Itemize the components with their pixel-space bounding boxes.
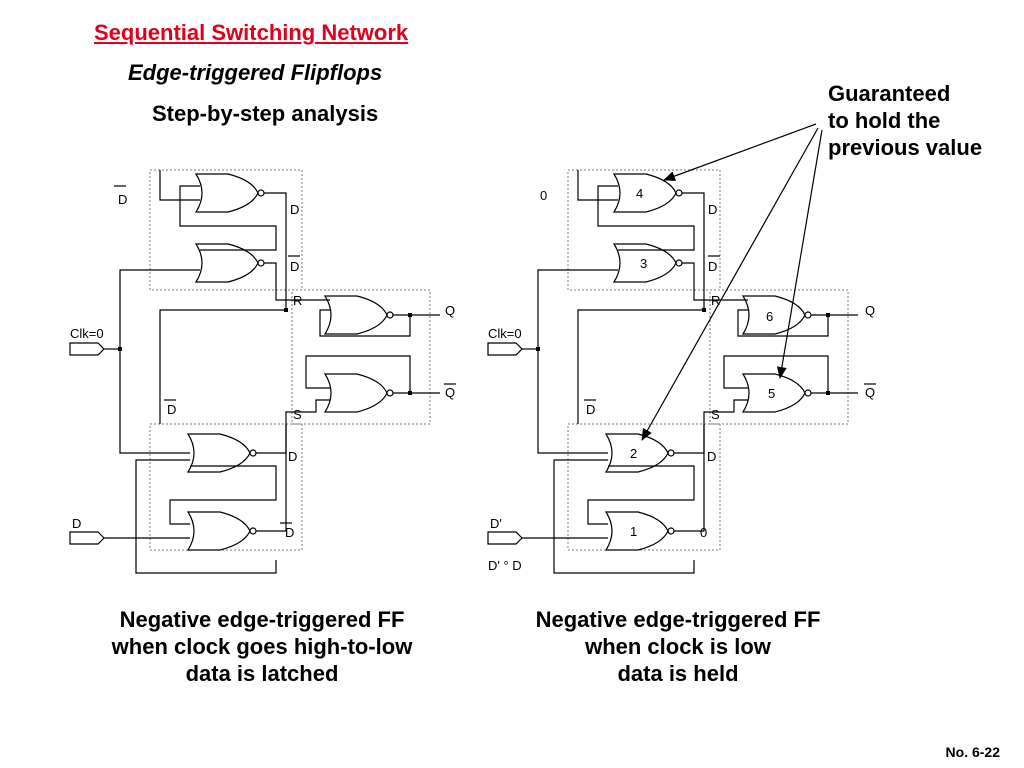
left-q-bar-label: Q [445, 385, 455, 400]
caption-left-line-2: when clock goes high-to-low [111, 634, 413, 659]
right-nor-gate-4 [612, 173, 677, 213]
left-nor-gate-1 [186, 511, 251, 551]
left-output-latch-box [291, 289, 431, 425]
right-zero-top-label: 0 [540, 188, 547, 203]
caption-left-line-3: data is latched [185, 661, 339, 686]
right-clk-input-port [487, 342, 523, 356]
right-circuit: 4 3 6 5 2 1 0 D D R Q Q S D D 0 Clk=0 D'… [487, 169, 876, 574]
left-gate2-output-label: D [288, 449, 297, 464]
right-gate2-output-label: D [707, 449, 716, 464]
left-nor-gate-2 [186, 433, 251, 473]
left-q-label: Q [445, 303, 455, 318]
right-wires [522, 170, 858, 574]
right-clk-label: Clk=0 [488, 326, 522, 341]
left-r-label: R [293, 293, 302, 308]
right-gate-5-number: 5 [768, 386, 775, 401]
annotation-arrows [641, 123, 823, 441]
right-junctions [536, 308, 830, 395]
left-top-latch-box [149, 169, 303, 291]
left-bottom-latch-box [149, 423, 303, 551]
right-nor-gate-6 [741, 295, 806, 335]
right-gate-3-bubble [675, 259, 683, 267]
right-gate-2-number: 2 [630, 446, 637, 461]
right-gate-4-number: 4 [636, 186, 643, 201]
caption-right: Negative edge-triggered FF when clock is… [478, 606, 878, 687]
left-gate-1-bubble [249, 527, 257, 535]
right-d-prime-label: D' [490, 516, 502, 531]
left-clk-input-port [69, 342, 105, 356]
right-d-input-port [487, 531, 523, 545]
left-gate-6-bubble [386, 311, 394, 319]
left-gate-2-bubble [249, 449, 257, 457]
left-d-input-label: D [72, 516, 81, 531]
left-junctions [118, 308, 412, 395]
caption-right-line-3: data is held [617, 661, 739, 686]
left-gate3-output-label: D [290, 259, 299, 274]
right-nor-gate-1 [604, 511, 669, 551]
right-gate-3-number: 3 [640, 256, 647, 271]
right-d-bar-mid-label: D [586, 402, 595, 417]
right-overlines [584, 255, 876, 401]
left-s-label: S [293, 407, 302, 422]
right-q-label: Q [865, 303, 875, 318]
left-nor-gate-6 [323, 295, 388, 335]
right-q-bar-label: Q [865, 385, 875, 400]
caption-right-line-1: Negative edge-triggered FF [535, 607, 821, 632]
left-gate-4-bubble [257, 189, 265, 197]
arrow-to-gate-2 [641, 127, 819, 441]
right-nor-gate-2 [604, 433, 669, 473]
right-gate1-output-label: 0 [700, 525, 707, 540]
right-r-label: R [711, 293, 720, 308]
slide-title: Sequential Switching Network [94, 20, 409, 45]
caption-left-line-1: Negative edge-triggered FF [119, 607, 405, 632]
page-number: No. 6-22 [945, 744, 1000, 760]
left-circuit: D D D R Q Q S D D D Clk=0 D [69, 169, 456, 574]
right-output-latch-box [709, 289, 849, 425]
right-d-prime-equiv-label: D' ° D [488, 558, 522, 573]
right-gate4-output-label: D [708, 202, 717, 217]
annotation-line-2: to hold the [828, 108, 941, 133]
left-gate-5-bubble [386, 389, 394, 397]
left-d-bar-mid-label: D [167, 402, 176, 417]
right-top-latch-box [567, 169, 721, 291]
left-nor-gate-4 [194, 173, 259, 213]
arrow-to-gate-4 [663, 123, 817, 181]
caption-left: Negative edge-triggered FF when clock go… [62, 606, 462, 687]
right-gate-5-bubble [804, 389, 812, 397]
left-nor-gate-5 [323, 373, 388, 413]
right-gate-1-bubble [667, 527, 675, 535]
left-overlines [114, 185, 456, 524]
step-label: Step-by-step analysis [152, 101, 379, 126]
right-gate-6-number: 6 [766, 309, 773, 324]
right-bottom-latch-box [567, 423, 721, 551]
right-s-label: S [711, 407, 720, 422]
left-d-input-port [69, 531, 105, 545]
right-nor-gate-5 [741, 373, 806, 413]
left-d-bar-top-label: D [118, 192, 127, 207]
left-gate-3-bubble [257, 259, 265, 267]
caption-right-line-2: when clock is low [585, 634, 771, 659]
right-gate-1-number: 1 [630, 524, 637, 539]
annotation-text: Guaranteed to hold the previous value [828, 80, 982, 161]
left-wires [104, 170, 440, 574]
slide-subtitle: Edge-triggered Flipflops [128, 60, 383, 85]
left-gate1-output-label: D [285, 525, 294, 540]
right-gate3-output-label: D [708, 259, 717, 274]
annotation-line-3: previous value [828, 135, 983, 160]
annotation-line-1: Guaranteed [828, 81, 951, 106]
left-clk-label: Clk=0 [70, 326, 104, 341]
right-gate-2-bubble [667, 449, 675, 457]
left-gate4-output-label: D [290, 202, 299, 217]
right-gate-4-bubble [675, 189, 683, 197]
arrow-to-gate-5 [776, 129, 823, 379]
right-gate-6-bubble [804, 311, 812, 319]
